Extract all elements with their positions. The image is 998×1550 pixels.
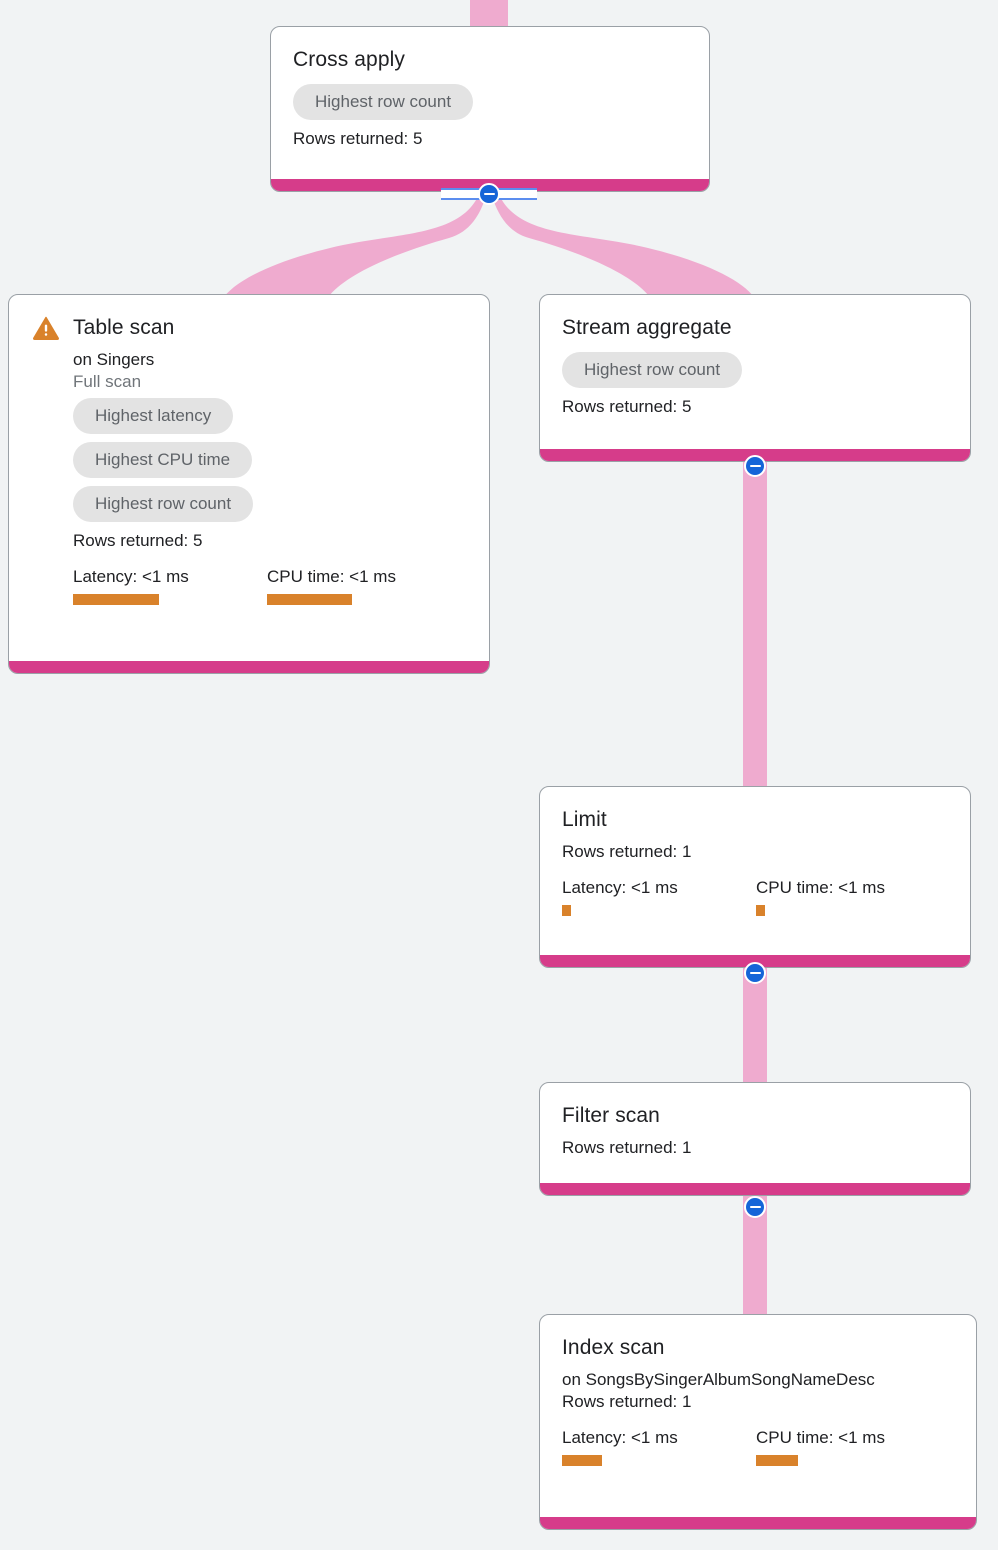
chip-row: Highest CPU time — [73, 439, 467, 481]
node-limit[interactable]: Limit Rows returned: 1 Latency: <1 ms CP… — [539, 786, 971, 968]
node-scan-type: Full scan — [73, 372, 142, 391]
badge-highest-row-count: Highest row count — [73, 486, 254, 522]
node-body: Cross apply Highest row count Rows retur… — [271, 27, 709, 179]
node-cross-apply[interactable]: Cross apply Highest row count Rows retur… — [270, 26, 710, 192]
edge-cross-apply-to-stream-aggregate — [492, 192, 756, 300]
node-title: Limit — [562, 808, 607, 831]
node-index-scan[interactable]: Index scan on SongsBySingerAlbumSongName… — [539, 1314, 977, 1530]
metric-latency: Latency: <1 ms — [562, 877, 756, 916]
metric-latency-label: Latency: <1 ms — [562, 878, 678, 897]
node-title: Filter scan — [562, 1104, 660, 1127]
edge-limit-to-filter-scan — [743, 968, 767, 1088]
node-footer-bar — [540, 955, 970, 967]
node-footer-bar — [9, 661, 489, 673]
node-footer-bar — [540, 1517, 976, 1529]
rows-returned: Rows returned: 5 — [293, 129, 423, 148]
collapse-toggle-stream-aggregate[interactable] — [744, 455, 766, 477]
metric-latency: Latency: <1 ms — [73, 566, 267, 605]
rows-returned: Rows returned: 5 — [562, 397, 692, 416]
rows-returned: Rows returned: 1 — [562, 1138, 692, 1157]
metrics-row: Latency: <1 ms CPU time: <1 ms — [73, 566, 467, 605]
badge-highest-row-count: Highest row count — [293, 84, 474, 120]
chip-row: Highest row count — [293, 81, 687, 123]
node-stream-aggregate[interactable]: Stream aggregate Highest row count Rows … — [539, 294, 971, 462]
chip-row: Highest row count — [73, 483, 467, 525]
metric-cpu-time: CPU time: <1 ms — [267, 566, 396, 605]
node-filter-scan[interactable]: Filter scan Rows returned: 1 — [539, 1082, 971, 1196]
metrics-row: Latency: <1 ms CPU time: <1 ms — [562, 1427, 954, 1466]
node-title: Index scan — [562, 1336, 665, 1359]
rows-returned: Rows returned: 1 — [562, 1392, 692, 1411]
node-title: Cross apply — [293, 48, 405, 71]
edge-stream-aggregate-to-limit — [743, 462, 767, 792]
node-subtitle: on Singers — [73, 350, 155, 369]
metric-cpu-time: CPU time: <1 ms — [756, 1427, 885, 1466]
node-footer-bar — [540, 1183, 970, 1195]
metric-latency-label: Latency: <1 ms — [562, 1428, 678, 1447]
metric-cpu-time-bar — [756, 905, 765, 916]
metric-cpu-time-label: CPU time: <1 ms — [756, 878, 885, 897]
chip-row: Highest latency — [73, 395, 467, 437]
metric-latency: Latency: <1 ms — [562, 1427, 756, 1466]
edge-parent-to-cross-apply — [470, 0, 508, 26]
node-body: Filter scan Rows returned: 1 — [540, 1083, 970, 1183]
node-body: Limit Rows returned: 1 Latency: <1 ms CP… — [540, 787, 970, 955]
collapse-toggle-limit[interactable] — [744, 962, 766, 984]
rows-returned: Rows returned: 5 — [73, 531, 203, 550]
metric-latency-label: Latency: <1 ms — [73, 567, 189, 586]
metric-cpu-time-label: CPU time: <1 ms — [267, 567, 396, 586]
badge-highest-cpu-time: Highest CPU time — [73, 442, 253, 478]
node-body: Table scan on Singers Full scan Highest … — [9, 295, 489, 661]
node-title: Table scan — [73, 316, 175, 339]
edge-cross-apply-to-table-scan — [222, 192, 486, 300]
metrics-row: Latency: <1 ms CPU time: <1 ms — [562, 877, 948, 916]
node-subtitle: on SongsBySingerAlbumSongNameDesc — [562, 1370, 875, 1389]
badge-highest-row-count: Highest row count — [562, 352, 743, 388]
warning-icon — [33, 316, 59, 340]
node-body: Stream aggregate Highest row count Rows … — [540, 295, 970, 449]
metric-latency-bar — [562, 1455, 602, 1466]
node-table-scan[interactable]: Table scan on Singers Full scan Highest … — [8, 294, 490, 674]
metric-latency-bar — [73, 594, 159, 605]
toggle-rule-left — [441, 188, 489, 200]
chip-row: Highest row count — [562, 349, 948, 391]
rows-returned: Rows returned: 1 — [562, 842, 692, 861]
collapse-toggle-filter-scan[interactable] — [744, 1196, 766, 1218]
badge-highest-latency: Highest latency — [73, 398, 234, 434]
toggle-rule-right — [489, 188, 537, 200]
collapse-toggle-cross-apply[interactable] — [478, 183, 500, 205]
node-body: Index scan on SongsBySingerAlbumSongName… — [540, 1315, 976, 1517]
metric-cpu-time-label: CPU time: <1 ms — [756, 1428, 885, 1447]
metric-cpu-time-bar — [267, 594, 352, 605]
metric-latency-bar — [562, 905, 571, 916]
metric-cpu-time-bar — [756, 1455, 798, 1466]
metric-cpu-time: CPU time: <1 ms — [756, 877, 885, 916]
node-title: Stream aggregate — [562, 316, 732, 339]
